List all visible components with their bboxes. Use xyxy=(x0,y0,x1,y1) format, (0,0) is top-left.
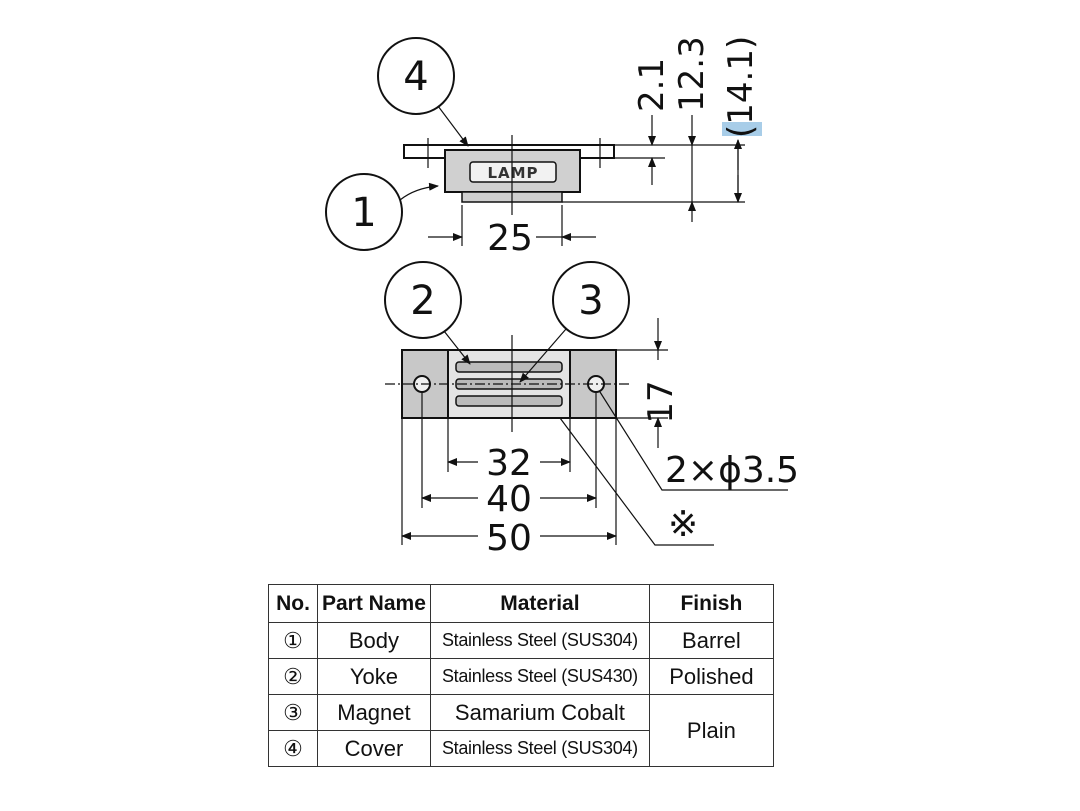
lamp-logo-badge xyxy=(469,161,557,183)
yoke-slot xyxy=(455,395,563,407)
note-mark: ※ xyxy=(668,504,698,545)
highlight-mark xyxy=(722,122,762,136)
dim-hole-pitch: 40 xyxy=(486,479,532,520)
dim-overall-height: (14.1) xyxy=(721,36,761,138)
dim-body-width: 17 xyxy=(641,380,681,423)
callout-1: 1 xyxy=(351,190,376,236)
cell-finish: Barrel xyxy=(648,622,774,659)
header-material: Material xyxy=(429,584,650,623)
cell-part-name: Body xyxy=(317,622,431,659)
dim-yoke-length: 32 xyxy=(486,443,532,484)
cell-no: ③ xyxy=(268,694,318,731)
dim-side-width: 25 xyxy=(487,218,533,259)
cell-part-name: Cover xyxy=(317,730,431,767)
cell-material: Stainless Steel (SUS304) xyxy=(429,730,650,767)
callout-2: 2 xyxy=(410,278,435,324)
leader-line xyxy=(437,105,469,147)
table-row: ① Body Stainless Steel (SUS304) Barrel xyxy=(268,622,774,659)
cell-material: Samarium Cobalt xyxy=(429,694,650,731)
leader-line xyxy=(519,328,567,383)
cell-finish: Polished xyxy=(648,658,774,695)
cell-no: ① xyxy=(268,622,318,659)
lamp-logo: LAMP xyxy=(487,164,538,182)
hole-spec: 2×ϕ3.5 xyxy=(665,450,799,491)
dim-overall-length: 50 xyxy=(486,518,532,559)
header-part-name: Part Name xyxy=(317,584,431,623)
callout-bubble xyxy=(552,261,630,339)
cell-part-name: Magnet xyxy=(317,694,431,731)
table-row: ② Yoke Stainless Steel (SUS430) Polished xyxy=(268,658,774,695)
cell-part-name: Yoke xyxy=(317,658,431,695)
table-row: ③ Magnet Samarium Cobalt Plain xyxy=(268,694,774,767)
cell-no: ④ xyxy=(268,730,318,767)
side-view: LAMP 25 2.1 12.3 (14.1) 4 xyxy=(325,36,762,259)
leader-line xyxy=(599,391,788,491)
parts-table: No. Part Name Material Finish ① Body Sta… xyxy=(268,584,774,767)
cell-no: ② xyxy=(268,658,318,695)
dim-body-height: 12.3 xyxy=(672,36,712,112)
header-finish: Finish xyxy=(648,584,774,623)
table-row: ④ Cover Stainless Steel (SUS304) xyxy=(268,730,774,767)
cell-material: Stainless Steel (SUS304) xyxy=(429,622,650,659)
cell-finish: Plain xyxy=(648,694,774,767)
technical-drawing: LAMP 25 2.1 12.3 (14.1) 4 xyxy=(325,36,799,559)
dim-cover-thickness: 2.1 xyxy=(632,58,672,112)
table-header-row: No. Part Name Material Finish xyxy=(268,584,774,623)
callout-bubble xyxy=(377,37,455,115)
callout-4: 4 xyxy=(403,54,428,100)
leader-line xyxy=(559,417,714,546)
cell-material: Stainless Steel (SUS430) xyxy=(429,658,650,695)
callout-bubble xyxy=(325,173,403,251)
callout-3: 3 xyxy=(578,278,603,324)
top-view: 17 32 40 50 2×ϕ3.5 ※ 2 3 xyxy=(384,261,799,559)
leader-line xyxy=(399,182,439,201)
header-no: No. xyxy=(268,584,318,623)
yoke-slot xyxy=(455,361,563,373)
callout-bubble xyxy=(384,261,462,339)
leader-line xyxy=(443,330,471,365)
